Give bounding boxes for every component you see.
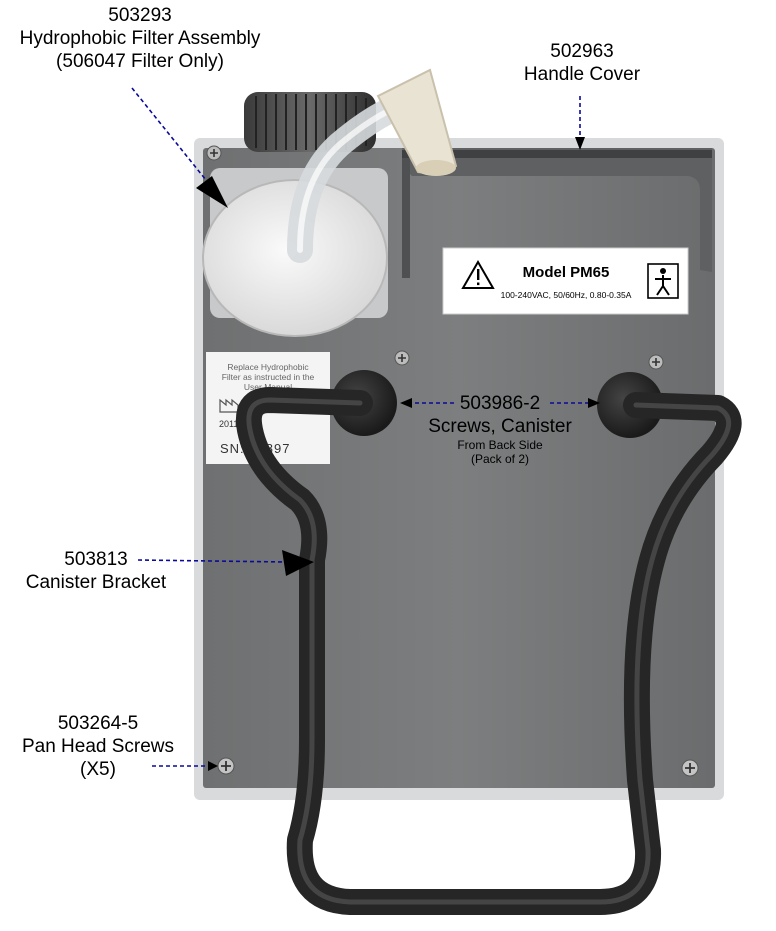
pan-head-screws-part-name: Pan Head Screws — [21, 736, 175, 757]
pan-head-screw-arrow-head — [208, 761, 218, 771]
handle-cover-callout: 502963 Handle Cover — [502, 40, 662, 86]
panel-screw-mid-right — [648, 354, 664, 370]
filter-part-name: Hydrophobic Filter Assembly — [19, 28, 261, 49]
canister-bracket-callout: 503813 Canister Bracket — [6, 548, 186, 594]
pan-head-screws-callout: 503264-5 Pan Head Screws (X5) — [8, 712, 188, 781]
handle-cover-side — [402, 158, 410, 278]
pan-head-screws-note: (X5) — [80, 759, 116, 780]
pan-head-screws-part-number: 503264-5 — [57, 713, 139, 734]
canister-screws-part-name: Screws, Canister — [428, 416, 572, 437]
canister-screws-note1: From Back Side — [457, 438, 543, 452]
warning-triangle-icon — [461, 259, 495, 289]
panel-screw-top-left — [206, 145, 222, 161]
panel-screw-bottom-right — [681, 759, 699, 777]
handle-cover-edge — [402, 150, 712, 158]
bracket-arrow-head — [282, 550, 314, 576]
canister-screws-part-number: 503986-2 — [459, 393, 541, 414]
filter-arrow-head — [196, 176, 228, 208]
handle-cover-part-name: Handle Cover — [523, 64, 641, 85]
panel-screw-bottom-left — [217, 757, 235, 775]
canister-bracket-part-number: 503813 — [64, 549, 128, 570]
filter-part-number: 503293 — [108, 5, 172, 26]
bracket-leader-line — [137, 559, 287, 563]
filter-sticker-line3: User Manual — [244, 382, 292, 392]
filter-sticker-line2: Filter as instructed in the — [222, 372, 315, 382]
filter-part-note: (506047 Filter Only) — [56, 51, 224, 72]
filter-leader-line — [131, 87, 215, 191]
filter-callout: 503293 Hydrophobic Filter Assembly (5060… — [0, 4, 280, 73]
model-label-plate — [442, 247, 689, 315]
canister-screw-arrow-right — [588, 398, 600, 408]
clear-tube-highlight — [297, 105, 398, 253]
elbow-connector-end — [416, 160, 456, 176]
model-label-rating: 100-240VAC, 50/60Hz, 0.80-0.35A — [501, 290, 632, 300]
canister-screw-arrow-left — [400, 398, 412, 408]
filter-sticker-line1: Replace Hydrophobic — [227, 362, 309, 372]
model-label-title: Model PM65 — [523, 264, 610, 281]
handle-cover-arrow-head — [575, 137, 585, 150]
canister-bracket-highlight — [246, 397, 732, 905]
canister-bracket-part-name: Canister Bracket — [25, 572, 167, 593]
handle-cover-part-number: 502963 — [550, 41, 614, 62]
body-type-person-icon — [647, 263, 679, 299]
canister-screws-note2: (Pack of 2) — [470, 452, 530, 466]
canister-screws-callout: 503986-2 Screws, Canister From Back Side… — [410, 392, 590, 466]
filter-sticker-year: 2011 — [219, 419, 238, 429]
panel-screw-mid-left — [394, 350, 410, 366]
